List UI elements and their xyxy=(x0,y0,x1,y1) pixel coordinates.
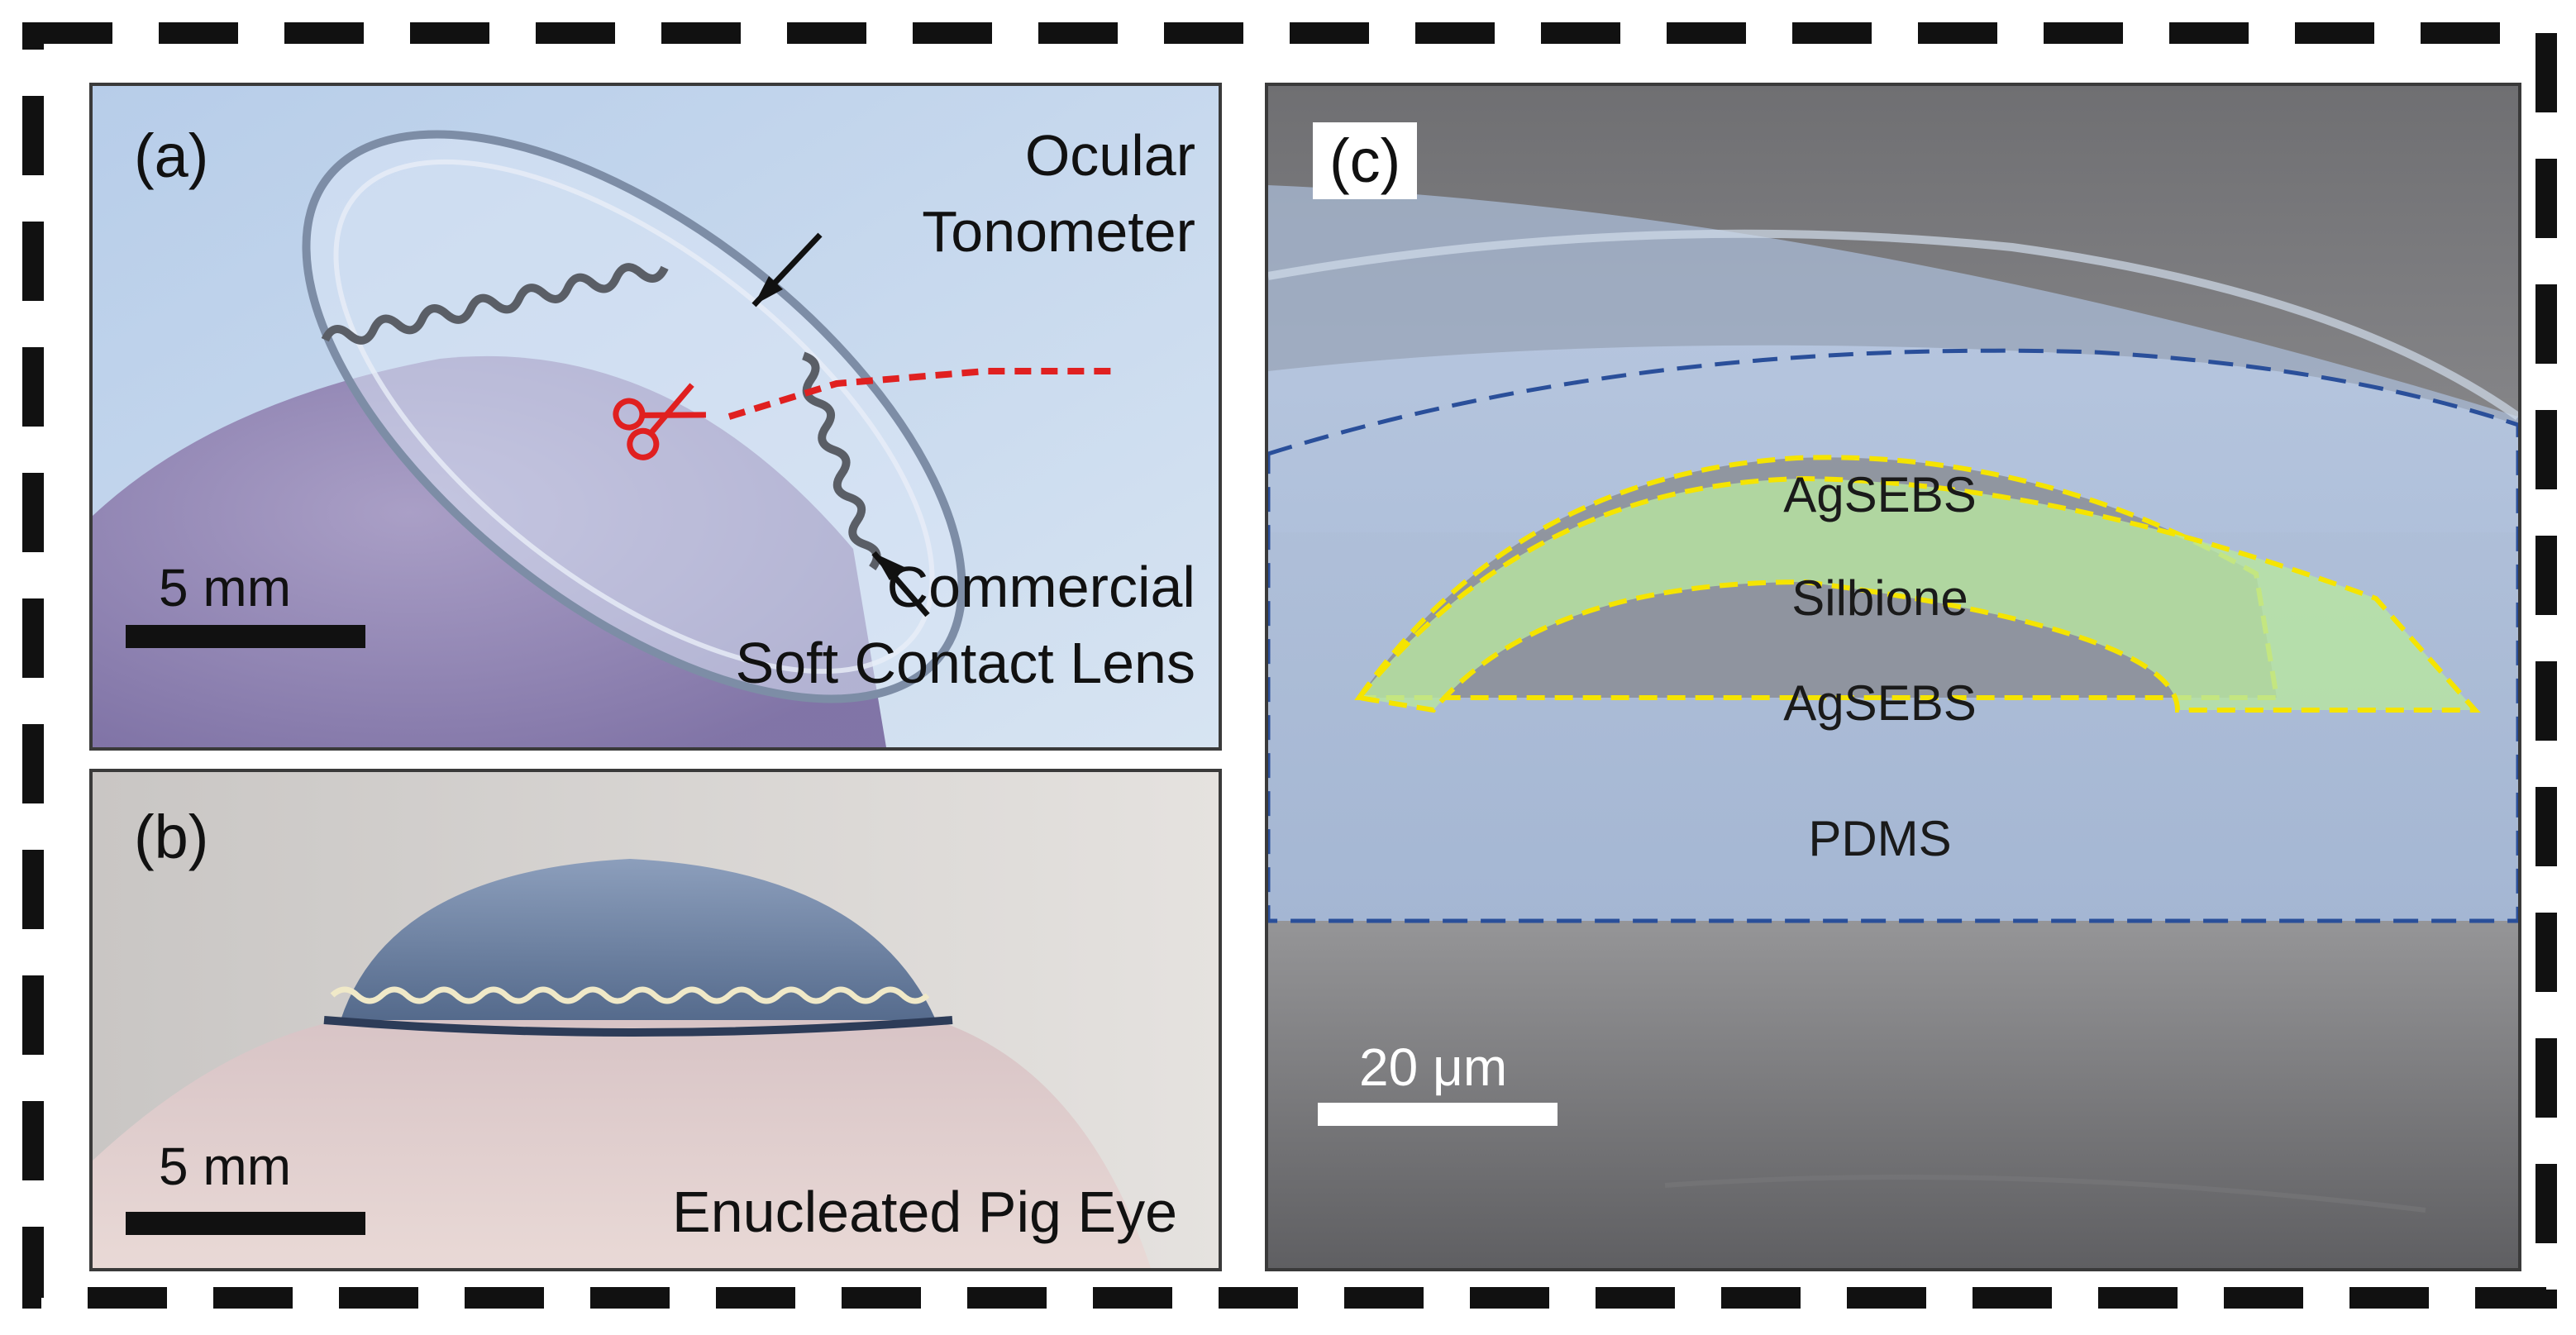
panel-a-letter: (a) xyxy=(134,122,209,190)
pig-eye-photo xyxy=(93,772,1219,1268)
scale-label-c: 20 μm xyxy=(1359,1037,1508,1097)
annotation-line: Tonometer xyxy=(922,199,1195,264)
tonometer-annotation: Ocular Tonometer xyxy=(922,117,1195,269)
panel-b-pig-eye-photo: (b) 5 mm Enucleated Pig Eye xyxy=(89,769,1222,1271)
panel-a-contact-lens-photo: (a) Ocular Tonometer Commercial Soft Con… xyxy=(89,83,1222,751)
layer-label-silbione: Silbione xyxy=(1791,570,1968,626)
contact-lens-annotation: Commercial Soft Contact Lens xyxy=(736,549,1195,701)
contact-lens-photo xyxy=(93,86,1219,747)
layer-label-pdms: PDMS xyxy=(1808,811,1952,866)
layer-label-agsebs-top: AgSEBS xyxy=(1783,467,1977,522)
panel-c-sem-cross-section: (c) AgSEBS Silbione AgSEBS PDMS 20 μm xyxy=(1265,83,2521,1271)
scale-label-b: 5 mm xyxy=(159,1137,291,1196)
panel-b-letter: (b) xyxy=(134,803,209,871)
annotation-line: Ocular xyxy=(1024,123,1195,188)
scale-label-a: 5 mm xyxy=(159,558,291,617)
panel-c-letter: (c) xyxy=(1313,122,1418,199)
annotation-line: Commercial xyxy=(886,555,1195,619)
layer-label-agsebs-bottom: AgSEBS xyxy=(1783,675,1977,731)
pig-eye-caption: Enucleated Pig Eye xyxy=(672,1180,1177,1244)
annotation-line: Soft Contact Lens xyxy=(735,631,1195,695)
sem-cross-section-image xyxy=(1268,86,2518,1268)
scissors-icon xyxy=(613,383,706,460)
